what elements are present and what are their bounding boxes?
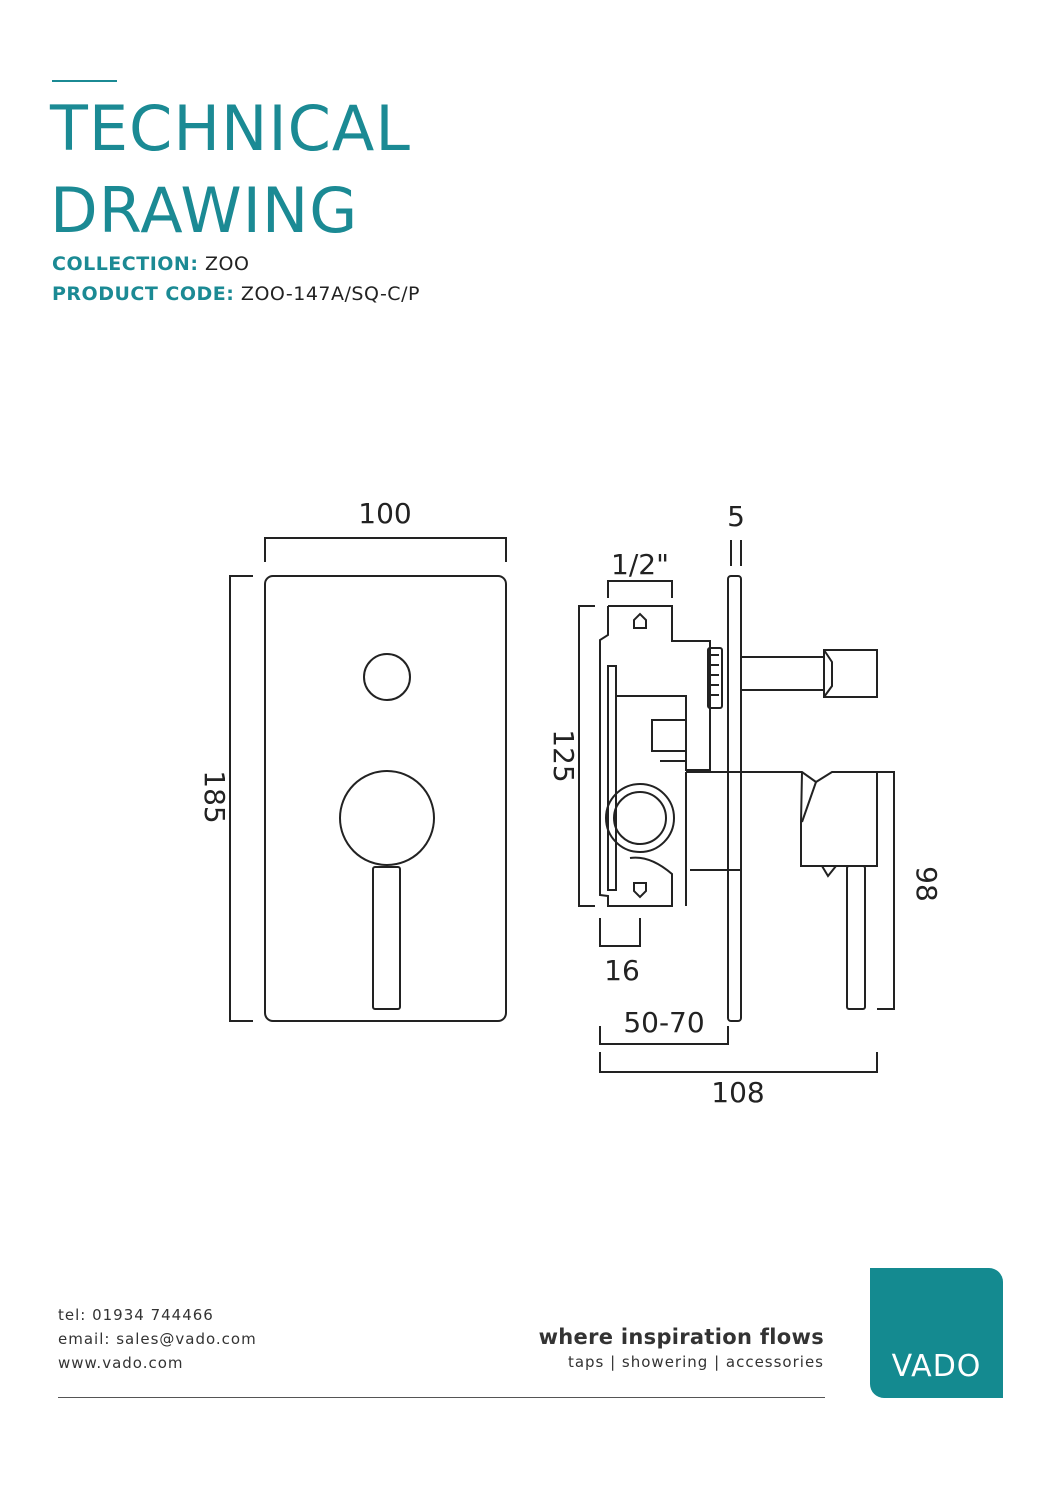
control-handle <box>339 770 435 866</box>
handle-body-chamfer <box>801 781 817 823</box>
handle-body <box>741 771 878 867</box>
dim-line-body-height <box>578 605 595 907</box>
footer-rule <box>58 1397 825 1398</box>
flow-arrow-down-icon <box>633 882 647 899</box>
contact-web[interactable]: www.vado.com <box>58 1354 184 1372</box>
side-plate <box>727 575 742 1022</box>
title-line-2: DRAWING <box>50 174 359 247</box>
label-lever-height: 98 <box>910 866 943 902</box>
collection-value: ZOO <box>204 253 250 275</box>
collection-row: COLLECTION: ZOO <box>52 253 249 275</box>
dim-line-total-depth <box>599 1052 878 1073</box>
logo-text: VADO <box>891 1349 982 1384</box>
label-front-width: 100 <box>358 497 411 530</box>
front-plate <box>264 575 507 1022</box>
diverter-cap <box>823 649 878 698</box>
label-plate-thickness: 5 <box>727 500 745 533</box>
label-front-height: 185 <box>198 770 231 823</box>
valve-body-upper <box>608 605 711 771</box>
front-lever <box>372 866 401 1010</box>
valve-body-back-rib <box>607 665 617 891</box>
dim-line-body-depth <box>599 918 641 947</box>
spindle-nut <box>707 647 723 709</box>
product-code-label: PRODUCT CODE: <box>52 283 235 305</box>
tagline-block: where inspiration flows taps | showering… <box>539 1325 824 1371</box>
flow-arrow-up-icon <box>633 612 647 629</box>
dim-line-front-width <box>264 537 507 562</box>
product-code-value: ZOO-147A/SQ-C/P <box>240 283 420 305</box>
label-total-depth: 108 <box>711 1076 764 1109</box>
handle-tip <box>821 865 837 878</box>
accent-rule <box>52 80 117 82</box>
dim-line-wall-depth <box>599 1026 729 1045</box>
cartridge-block <box>651 719 687 752</box>
diverter-stem <box>741 656 824 691</box>
side-lever <box>846 865 866 1010</box>
dim-line-front-height <box>229 575 253 1022</box>
tagline: where inspiration flows <box>538 1325 824 1349</box>
label-body-height: 125 <box>547 729 580 782</box>
title-line-1: TECHNICAL <box>50 92 411 165</box>
vado-logo: VADO <box>870 1268 1003 1398</box>
dim-line-plate-thickness <box>730 540 742 566</box>
tagline-subline: taps | showering | accessories <box>567 1353 824 1371</box>
outlet-port <box>605 783 675 853</box>
outlet-port-inner <box>613 791 667 845</box>
diverter-knob <box>363 653 411 701</box>
label-inlet-size: 1/2" <box>611 548 669 581</box>
contact-email[interactable]: email: sales@vado.com <box>58 1330 257 1348</box>
product-code-row: PRODUCT CODE: ZOO-147A/SQ-C/P <box>52 283 420 305</box>
collection-label: COLLECTION: <box>52 253 199 275</box>
page-title: TECHNICAL DRAWING <box>50 88 411 252</box>
spindle-threads <box>711 654 719 696</box>
label-wall-depth: 50-70 <box>623 1006 704 1039</box>
contact-block: tel: 01934 744466 email: sales@vado.com … <box>58 1303 257 1375</box>
dim-line-inlet <box>607 580 673 598</box>
mixer-sleeve <box>685 771 741 906</box>
valve-body-outline <box>599 606 673 907</box>
contact-tel: tel: 01934 744466 <box>58 1306 214 1324</box>
label-body-depth: 16 <box>604 954 640 987</box>
dim-line-lever-height <box>877 771 895 1010</box>
